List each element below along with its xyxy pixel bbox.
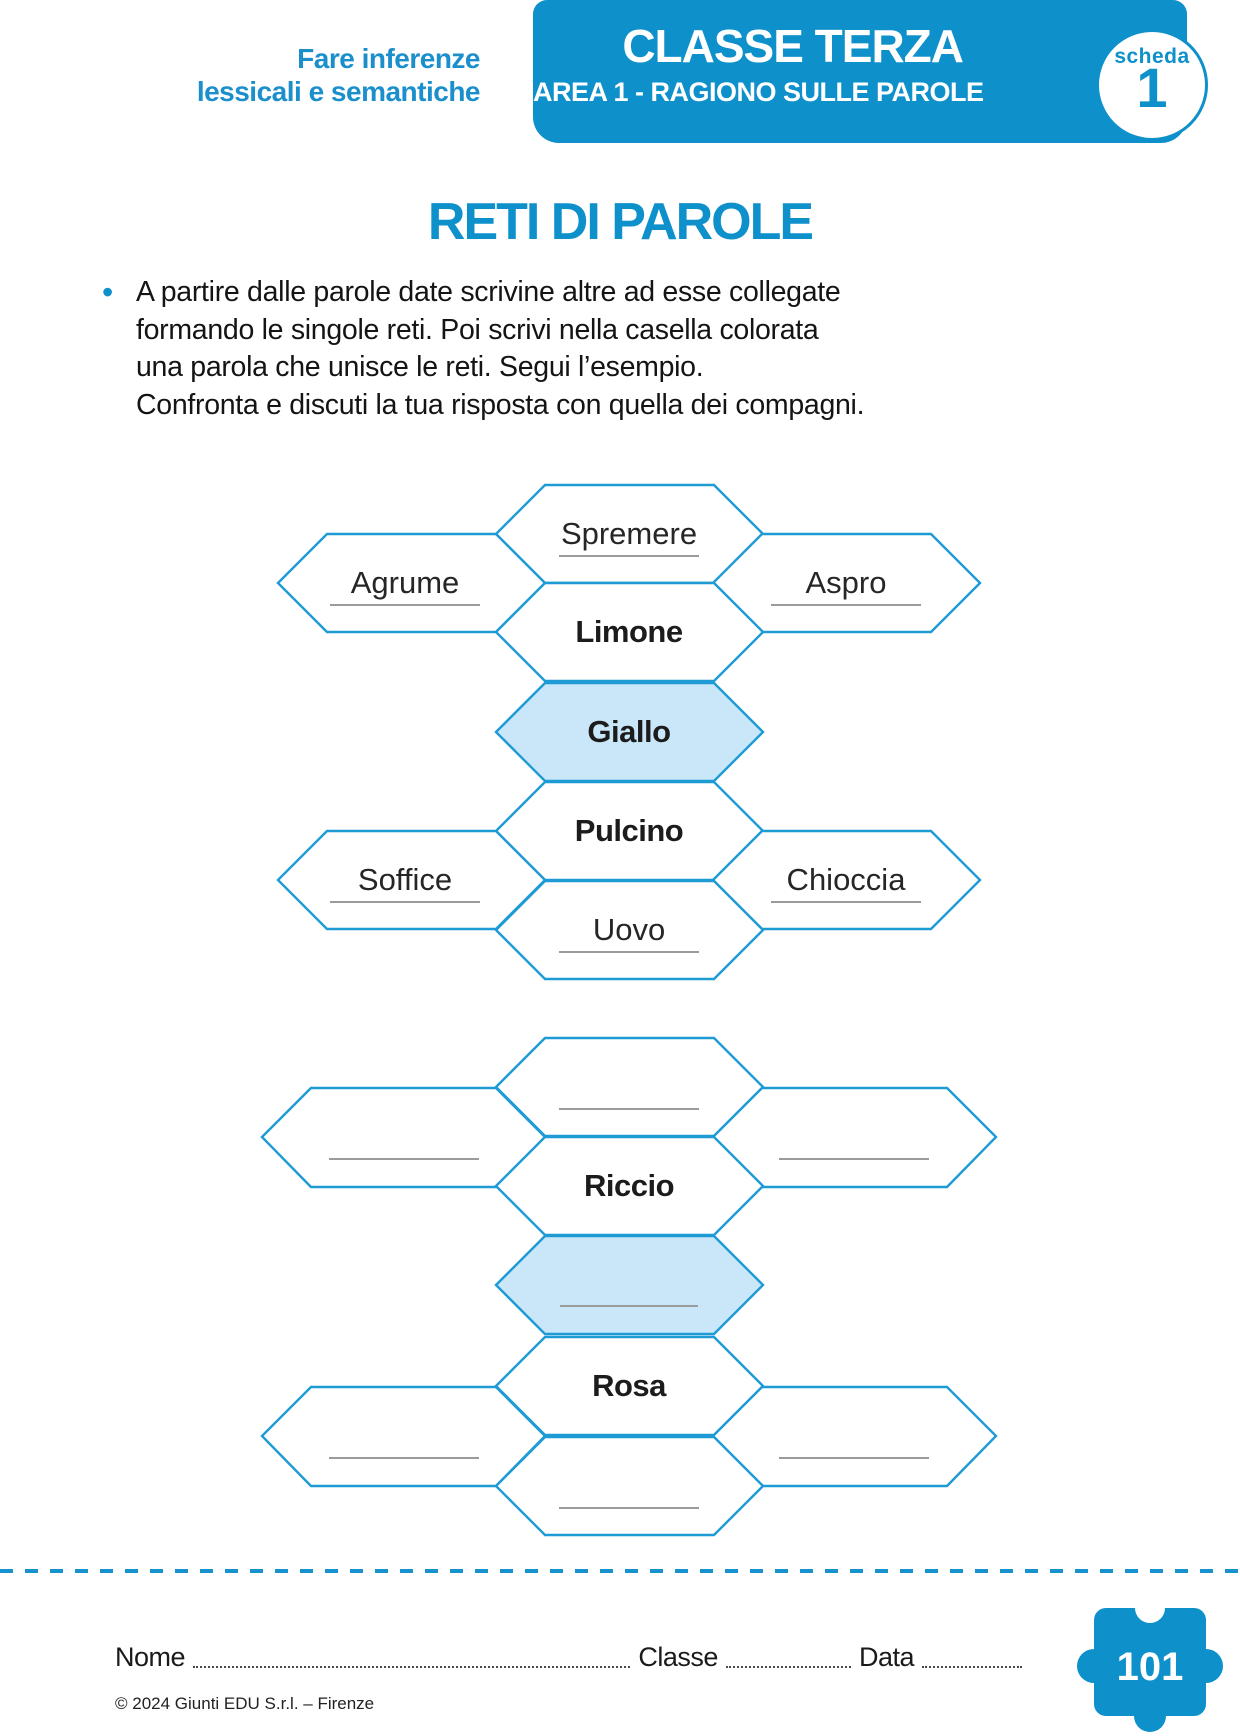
scheda-badge-label: scheda (1114, 45, 1190, 68)
write-line-top-center[interactable] (559, 1108, 699, 1110)
hex-empty-top-left[interactable] (260, 1086, 547, 1189)
instructions-line: Confronta e discuti la tua risposta con … (136, 388, 865, 421)
class-label: CLASSE TERZA (622, 20, 964, 72)
puzzle-right-tab (1189, 1649, 1223, 1683)
write-line-bottom-center[interactable] (559, 1507, 699, 1509)
write-line-uovo[interactable] (559, 951, 699, 953)
skill-tagline: Fare inferenze lessicali e semantiche (0, 42, 481, 108)
hex-word-pulcino: Pulcino (574, 813, 684, 848)
page-number: 101 (1117, 1645, 1184, 1689)
copyright-text: © 2024 Giunti EDU S.r.l. – Firenze (115, 1694, 375, 1713)
write-line-soffice[interactable] (330, 901, 480, 903)
classe-write-line[interactable] (725, 1642, 851, 1668)
page-number-puzzle: 101 (1077, 1600, 1223, 1732)
hex-empty-bottom-center[interactable] (494, 1435, 765, 1537)
dashed-divider (0, 1569, 1240, 1573)
scheda-badge-number: 1 (1136, 56, 1168, 119)
hex-empty-top-center[interactable] (494, 1036, 765, 1138)
data-write-line[interactable] (922, 1642, 1022, 1668)
hex-empty-highlight[interactable] (494, 1234, 765, 1336)
write-line-aspro[interactable] (771, 604, 921, 606)
instructions-line: formando le singole reti. Poi scrivi nel… (136, 313, 819, 346)
instructions-line: una parola che unisce le reti. Segui l’e… (136, 351, 704, 383)
header-band: CLASSE TERZA AREA 1 - RAGIONO SULLE PARO… (533, 0, 1187, 143)
hex-word-riccio: Riccio (583, 1168, 675, 1203)
write-line-highlight[interactable] (560, 1305, 698, 1307)
write-line-top-left[interactable] (329, 1158, 479, 1160)
page-title: RETI DI PAROLE (427, 193, 814, 251)
hex-word-uovo: Uovo (592, 912, 666, 947)
hex-limone (494, 581, 765, 683)
hex-word-limone: Limone (575, 614, 683, 649)
instructions-text: A partire dalle parole date scrivine alt… (136, 274, 865, 424)
hex-empty-top-right[interactable] (711, 1086, 998, 1189)
hex-empty-bottom-left[interactable] (260, 1385, 547, 1488)
write-line-top-right[interactable] (779, 1158, 929, 1160)
hex-word-rosa: Rosa (592, 1368, 666, 1403)
hex-empty-bottom-right[interactable] (711, 1385, 998, 1488)
write-line-agrume[interactable] (330, 604, 480, 606)
hex-uovo[interactable] (494, 879, 765, 981)
data-label: Data (858, 1642, 915, 1672)
hex-word-giallo: Giallo (587, 714, 671, 749)
classe-label: Classe (638, 1642, 718, 1672)
tagline-line1: Fare inferenze (297, 43, 480, 74)
tagline-line2: lessicali e semantiche (196, 76, 481, 107)
bullet-icon: • (102, 274, 114, 310)
instructions-line: A partire dalle parole date scrivine alt… (136, 276, 841, 308)
name-write-line[interactable] (193, 1642, 631, 1668)
scheda-badge: scheda 1 (1096, 29, 1208, 141)
area-label: AREA 1 - RAGIONO SULLE PAROLE (533, 77, 984, 107)
hex-word-aspro: Aspro (805, 565, 887, 600)
hex-word-spremere: Spremere (560, 516, 698, 551)
student-info-row: Nome Classe Data (115, 1642, 1030, 1673)
name-label: Nome (115, 1642, 186, 1672)
hex-word-agrume: Agrume (350, 565, 460, 600)
write-line-spremere[interactable] (559, 555, 699, 557)
write-line-bottom-left[interactable] (329, 1457, 479, 1459)
write-line-chioccia[interactable] (771, 901, 921, 903)
puzzle-bottom-tab (1134, 1700, 1166, 1732)
puzzle-top-socket (1135, 1600, 1165, 1623)
hex-word-chioccia: Chioccia (786, 862, 906, 897)
instructions: • A partire dalle parole date scrivine a… (102, 274, 1082, 424)
hex-word-soffice: Soffice (357, 862, 453, 897)
write-line-bottom-right[interactable] (779, 1457, 929, 1459)
puzzle-left-tab (1077, 1649, 1111, 1683)
puzzle-body (1094, 1608, 1206, 1716)
